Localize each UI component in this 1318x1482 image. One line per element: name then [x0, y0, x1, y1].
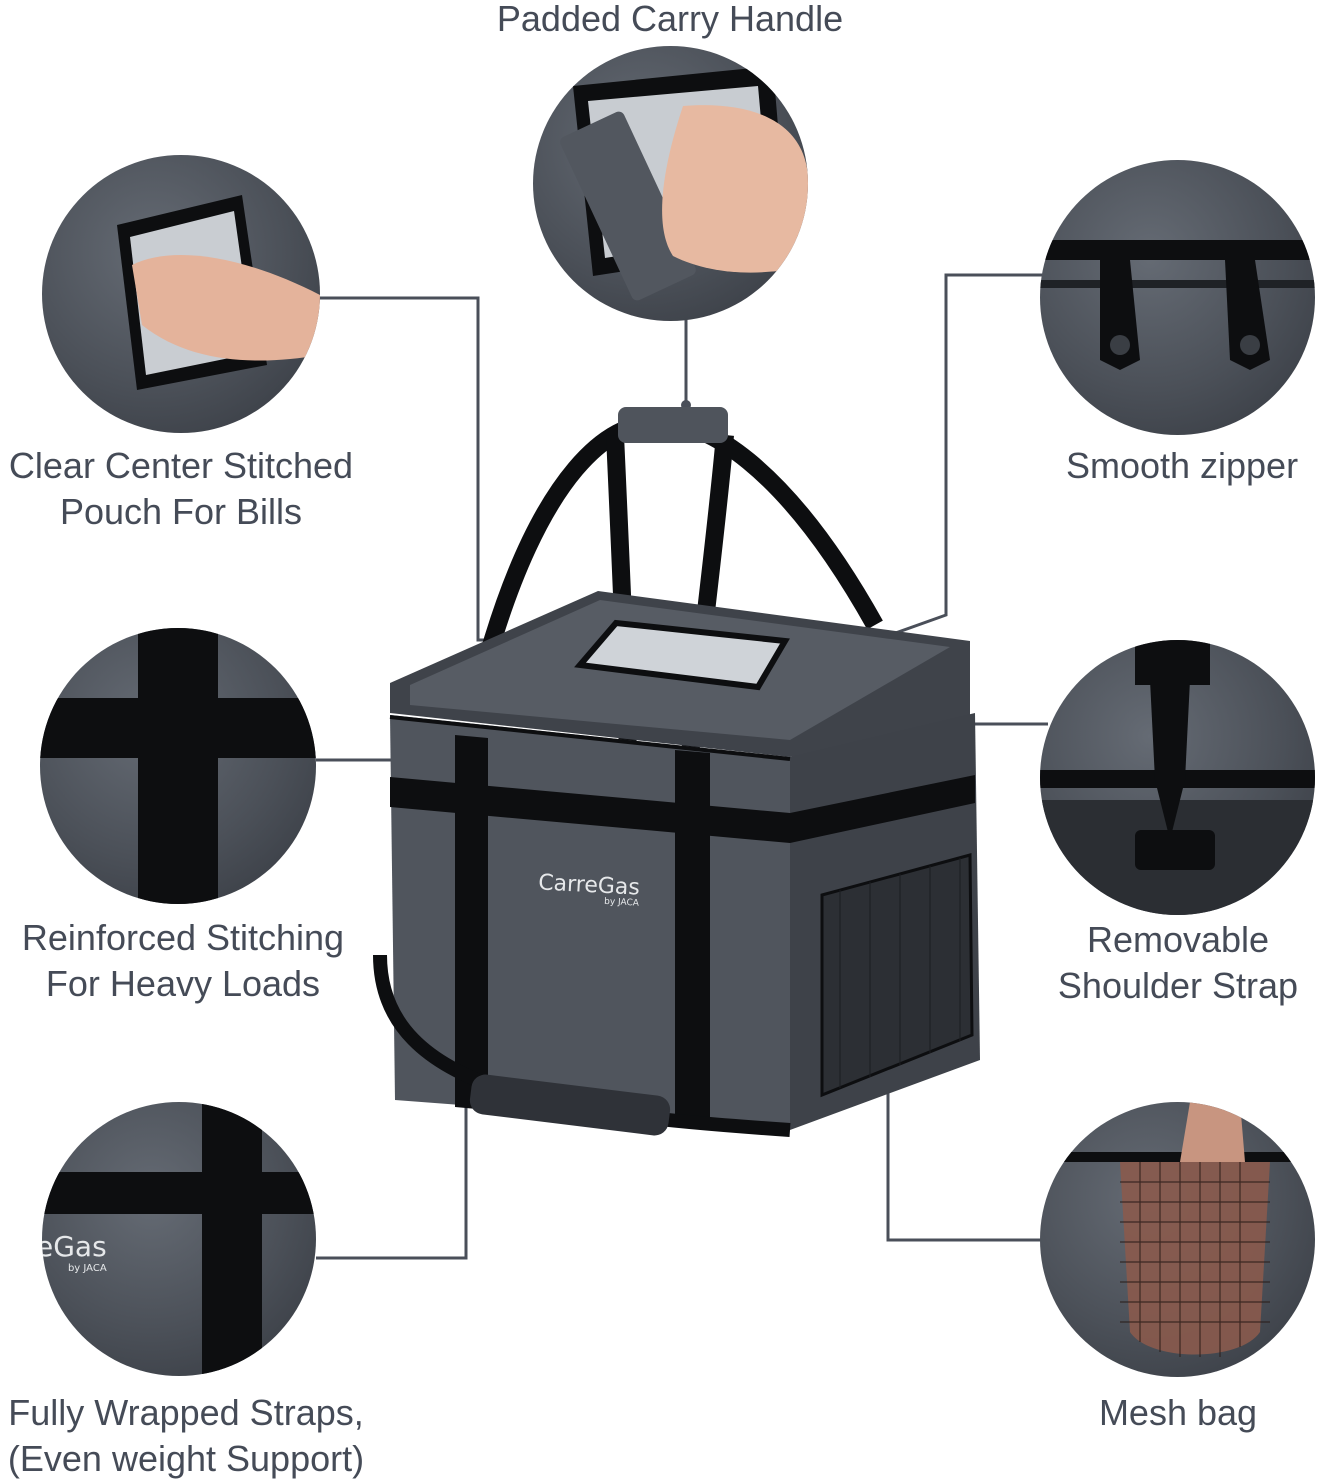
- callout-text: Padded Carry Handle: [496, 0, 844, 39]
- callout-padded-carry-handle: Padded Carry Handle: [450, 0, 890, 42]
- straps-brand-fragment: eGas by JACA: [42, 1230, 107, 1274]
- shoulder-strap-detail-circle: [1040, 640, 1315, 915]
- bag-brand-text: CarreGas: [537, 870, 641, 901]
- callout-line-1: Fully Wrapped Straps,: [8, 1392, 364, 1433]
- callout-line-2: (Even weight Support): [7, 1438, 365, 1479]
- bag-brand-logo: CarreGas by JACA: [537, 870, 641, 908]
- callout-line-2: For Heavy Loads: [45, 963, 321, 1004]
- pouch-detail-circle: [42, 155, 320, 433]
- zipper-detail-circle: [1040, 160, 1315, 435]
- callout-line-1: Clear Center Stitched: [8, 445, 354, 486]
- callout-reinforced-stitching: Reinforced Stitching For Heavy Loads: [0, 915, 366, 1007]
- callout-line-1: Removable: [1086, 919, 1270, 960]
- mesh-detail-circle: [1040, 1102, 1315, 1377]
- handle-detail-circle: [533, 46, 808, 321]
- callout-line-2: Pouch For Bills: [59, 491, 303, 532]
- callout-text: Smooth zipper: [1065, 445, 1299, 486]
- callout-fully-wrapped-straps: Fully Wrapped Straps, (Even weight Suppo…: [0, 1390, 372, 1482]
- straps-detail-circle: eGas by JACA: [42, 1102, 316, 1376]
- delivery-bag-image: CarreGas by JACA: [370, 395, 990, 1155]
- callout-smooth-zipper: Smooth zipper: [1040, 443, 1318, 489]
- callout-removable-shoulder-strap: Removable Shoulder Strap: [1040, 917, 1316, 1009]
- callout-clear-pouch: Clear Center Stitched Pouch For Bills: [0, 443, 362, 535]
- callout-text: Mesh bag: [1098, 1392, 1258, 1433]
- stitching-detail-circle: [40, 628, 316, 904]
- callout-line-2: Shoulder Strap: [1057, 965, 1299, 1006]
- straps-brand-text: eGas: [42, 1230, 107, 1263]
- callout-mesh-bag: Mesh bag: [1040, 1390, 1316, 1436]
- callout-line-1: Reinforced Stitching: [21, 917, 345, 958]
- straps-sub-brand-text: by JACA: [67, 1263, 107, 1274]
